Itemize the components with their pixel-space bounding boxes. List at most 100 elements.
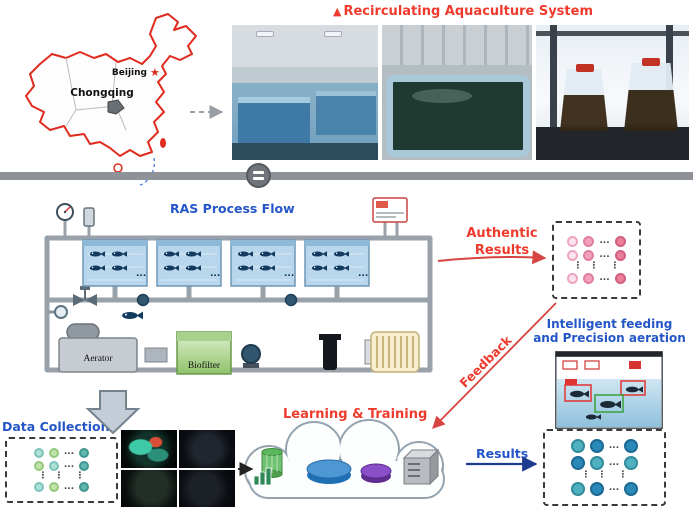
ras-process-flow-label: RAS Process Flow (170, 201, 295, 216)
chongqing-label: Chongqing (70, 87, 134, 99)
photo1-blue-tank (316, 91, 376, 135)
screenshot-top-bar (555, 351, 663, 357)
window-frame (536, 31, 689, 36)
results-label: Results (476, 446, 529, 461)
svg-text:...: ... (136, 269, 146, 279)
camera-view (179, 469, 235, 507)
bag-clip (642, 58, 660, 66)
inline-pump-icon (136, 293, 150, 307)
detection-label-red (565, 379, 577, 385)
bar-chart-icon (253, 467, 272, 486)
learning-cloud (244, 419, 445, 499)
intelligent-feeding-label: Intelligent feeding and Precision aerati… (533, 317, 686, 346)
drum-filter-icon (364, 331, 420, 373)
connector-box (144, 347, 168, 363)
learning-training-label: Learning & Training (283, 407, 428, 422)
node-row-vdots: ⋮⋮⋮ (38, 470, 85, 481)
window-sill (536, 127, 689, 160)
node-row: ... (557, 236, 636, 248)
fish-tank: ... (304, 239, 370, 287)
photo-fish-tank-room (232, 25, 380, 160)
province-borders (65, 57, 127, 131)
camera-view (179, 430, 235, 468)
photo1-blue-tank (238, 97, 310, 147)
data-collection-box: ... ... ⋮⋮⋮ ... (5, 437, 118, 503)
aerator-unit: Aerator (58, 323, 138, 373)
fish-bag (624, 63, 678, 131)
purple-disk-icon (360, 463, 392, 483)
svg-text:...: ... (284, 269, 294, 279)
beijing-label: Beijing (112, 68, 147, 78)
fish-bag (560, 69, 608, 131)
camera-view (121, 469, 177, 507)
node-row: ... (548, 481, 661, 496)
feed-tag-icon (562, 360, 641, 370)
sensor-transmitter-icon (47, 305, 68, 319)
node-row: ... (548, 456, 661, 471)
blue-disk-icon (306, 459, 352, 484)
figure-title: ▲Recirculating Aquaculture System (298, 4, 628, 19)
fish-icon (122, 311, 143, 320)
window-frame (550, 25, 557, 133)
hainan-island (113, 163, 123, 173)
taiwan-island (160, 138, 166, 148)
pressure-gauge-icon (56, 203, 74, 221)
fish-tank: ... (156, 239, 222, 287)
node-row: ... (548, 439, 661, 454)
photo-fish-bags (536, 25, 689, 160)
photo-large-culture-tank (382, 25, 534, 160)
china-map: ★ Beijing Chongqing (25, 13, 197, 187)
database-cylinder-icon (261, 448, 283, 478)
svg-text:Biofilter: Biofilter (188, 360, 221, 371)
header-tank-icon (83, 207, 95, 227)
node-row: ... (10, 482, 113, 493)
server-icon (402, 448, 440, 486)
camera-image-grid (121, 430, 235, 507)
data-collection-label: Data Collection (2, 419, 110, 434)
chongqing-province (107, 99, 125, 115)
beijing-star-icon: ★ (150, 66, 160, 79)
photo2-big-tank (386, 75, 530, 157)
node-row: ... (557, 272, 636, 284)
section-divider (0, 172, 693, 180)
ceiling-lamp-icon (256, 31, 274, 37)
feedback-label: Feedback (456, 332, 515, 391)
fish-tank: ... (230, 239, 296, 287)
instrument-stubs (63, 220, 399, 238)
node-row-vdots: ⋮⋮⋮ (573, 261, 620, 272)
china-outline (25, 13, 197, 157)
svg-text:...: ... (210, 269, 220, 279)
divider-badge-icon (246, 163, 271, 188)
node-row: ... (557, 250, 636, 262)
svg-text:Aerator: Aerator (83, 354, 113, 364)
uv-sterilizer-icon (319, 334, 341, 370)
ras-process-flow-diagram: ... ... ... ... (44, 197, 433, 375)
pump-icon (241, 344, 261, 368)
detection-box-red (564, 384, 592, 402)
camera-view (121, 430, 177, 468)
south-sea-dashes (137, 157, 155, 187)
intelligent-feeding-screenshot (555, 351, 663, 429)
ceiling-lamp-icon (324, 31, 342, 37)
node-row: ... (10, 460, 113, 471)
triangle-marker-icon: ▲ (332, 5, 342, 18)
photo1-ceiling (232, 25, 378, 67)
fish-tank: ... (82, 239, 148, 287)
authentic-results-label: Authentic Results (466, 226, 538, 258)
node-row: ... (10, 447, 113, 458)
bag-clip (576, 64, 594, 72)
authentic-results-box: ... ... ⋮⋮⋮ ... (552, 221, 641, 299)
valve-icon (73, 286, 97, 306)
results-box: ... ... ⋮⋮⋮ ... (543, 429, 666, 506)
figure-title-text: Recirculating Aquaculture System (343, 4, 593, 19)
detection-box-green (594, 394, 624, 413)
photo2-water-glare (412, 89, 472, 103)
svg-text:...: ... (358, 269, 368, 279)
biofilter-unit: Biofilter (176, 331, 232, 375)
photo1-floor (232, 143, 378, 160)
inline-pump-icon (284, 293, 298, 307)
node-row-vdots: ⋮⋮⋮ (581, 470, 628, 481)
pipe-network (44, 235, 433, 373)
control-panel-icon (372, 197, 408, 223)
